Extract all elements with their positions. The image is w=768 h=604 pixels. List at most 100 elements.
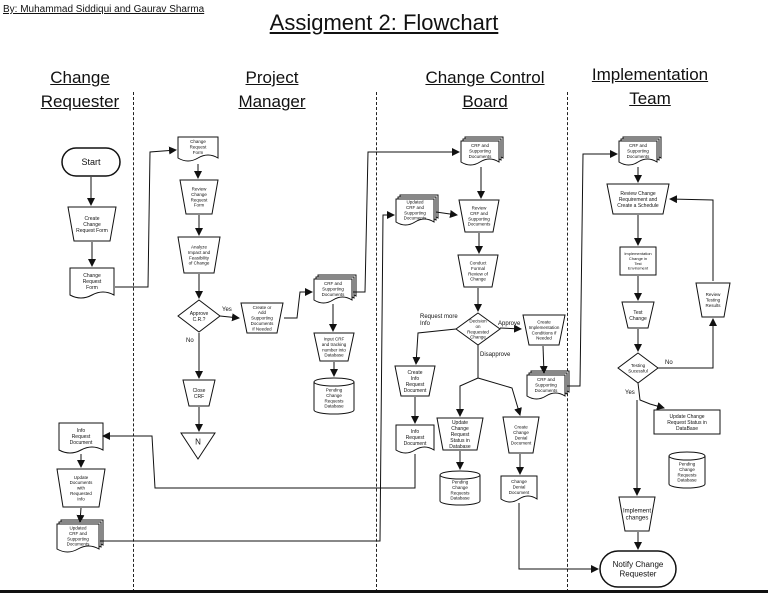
lane-header-change-requester: Change Requester [30,66,130,114]
page-title: Assigment 2: Flowchart [269,10,499,35]
connector-arrow [102,432,416,489]
connector-arrow [435,210,458,218]
connector-arrow [353,148,460,293]
edge-label-yes-testing: Yes [625,390,635,396]
authors-line: By: Muhammad Siddiqui and Gaurav Sharma [3,4,205,15]
connector-arrow [115,146,177,288]
connector-arrow [669,195,714,281]
connector-arrow [76,507,85,523]
connector-arrow [477,377,522,416]
connector-arrow [567,150,618,387]
edge-label-yes-approve: Yes [222,307,232,313]
connector-arrow [658,318,717,369]
edge-label-no-testing: No [665,360,673,366]
connector-arrow [456,345,479,417]
lane-header-line2: Manager [238,92,306,111]
lane-header-line1: Implementation [591,65,709,84]
connector-arrow [518,503,599,573]
connector-arrow [284,288,313,319]
start-terminal: Start [61,147,121,177]
lane-header-line1: Change Control [425,68,545,87]
off-page-connector-label: N [195,437,201,446]
connector-arrow [539,345,548,374]
edge-label-approve: Approve [498,321,521,327]
lane-header-project-manager: Project Manager [222,66,322,114]
connector-arrow [219,313,240,322]
lane-header-line1: Project [245,68,299,87]
lane-header-line2: Requester [40,92,120,111]
lane-divider [567,92,568,592]
edge-label-no-approve: No [186,338,194,344]
start-terminal-label: Start [81,157,101,167]
edge-label-disapprove: Disapprove [480,352,511,358]
connector-arrow [499,324,522,333]
lane-header-line2: Board [462,92,508,111]
lane-header-implementation-team: Implementation Team [575,63,725,111]
connector-arrow [100,211,395,542]
connector-arrow [412,328,457,365]
lane-divider [133,92,134,592]
